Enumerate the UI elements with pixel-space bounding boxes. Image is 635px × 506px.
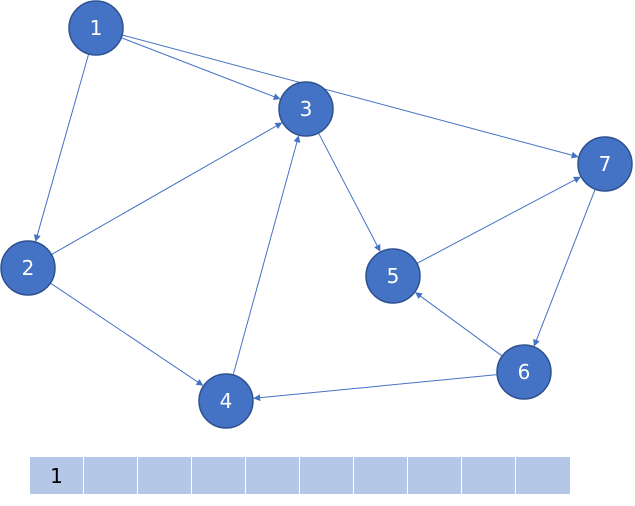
queue-cell [462, 457, 516, 494]
node-6: 6 [496, 344, 552, 400]
node-circle [68, 0, 124, 56]
queue-cell [84, 457, 138, 494]
edge-6-to-5 [415, 292, 503, 357]
queue-cell [300, 457, 354, 494]
node-circle [0, 240, 56, 296]
edge-7-to-6 [533, 188, 596, 347]
node-2: 2 [0, 240, 56, 296]
queue-cell [516, 457, 570, 494]
node-circle [278, 81, 334, 137]
edge-2-to-4 [50, 282, 204, 386]
edge-1-to-7 [121, 34, 579, 159]
node-label: 3 [300, 97, 313, 121]
queue-cell [246, 457, 300, 494]
node-1: 1 [68, 0, 124, 56]
node-circle [198, 373, 254, 429]
edge-5-to-7 [416, 176, 581, 264]
graph-diagram: 1 2 3 4 5 6 7 [0, 0, 633, 429]
node-label: 1 [90, 16, 103, 40]
node-label: 4 [220, 389, 233, 413]
queue-cell [354, 457, 408, 494]
queue-array: 1 [30, 457, 570, 494]
node-circle [496, 344, 552, 400]
node-3: 3 [278, 81, 334, 137]
node-label: 5 [387, 264, 400, 288]
node-circle [577, 136, 633, 192]
node-5: 5 [365, 248, 421, 304]
queue-cell [192, 457, 246, 494]
edges-layer [33, 34, 596, 402]
node-4: 4 [198, 373, 254, 429]
edge-2-to-3 [51, 122, 283, 256]
node-label: 7 [599, 152, 612, 176]
edge-4-to-3 [232, 135, 301, 376]
node-label: 2 [22, 256, 35, 280]
edge-1-to-3 [121, 37, 281, 100]
queue-cell: 1 [30, 457, 84, 494]
queue-cell [408, 457, 462, 494]
nodes-layer: 1 2 3 4 5 6 7 [0, 0, 633, 429]
edge-6-to-4 [253, 374, 498, 402]
queue-cell [138, 457, 192, 494]
edge-1-to-2 [33, 53, 90, 242]
node-label: 6 [518, 360, 531, 384]
edge-3-to-5 [318, 132, 381, 252]
node-circle [365, 248, 421, 304]
node-7: 7 [577, 136, 633, 192]
